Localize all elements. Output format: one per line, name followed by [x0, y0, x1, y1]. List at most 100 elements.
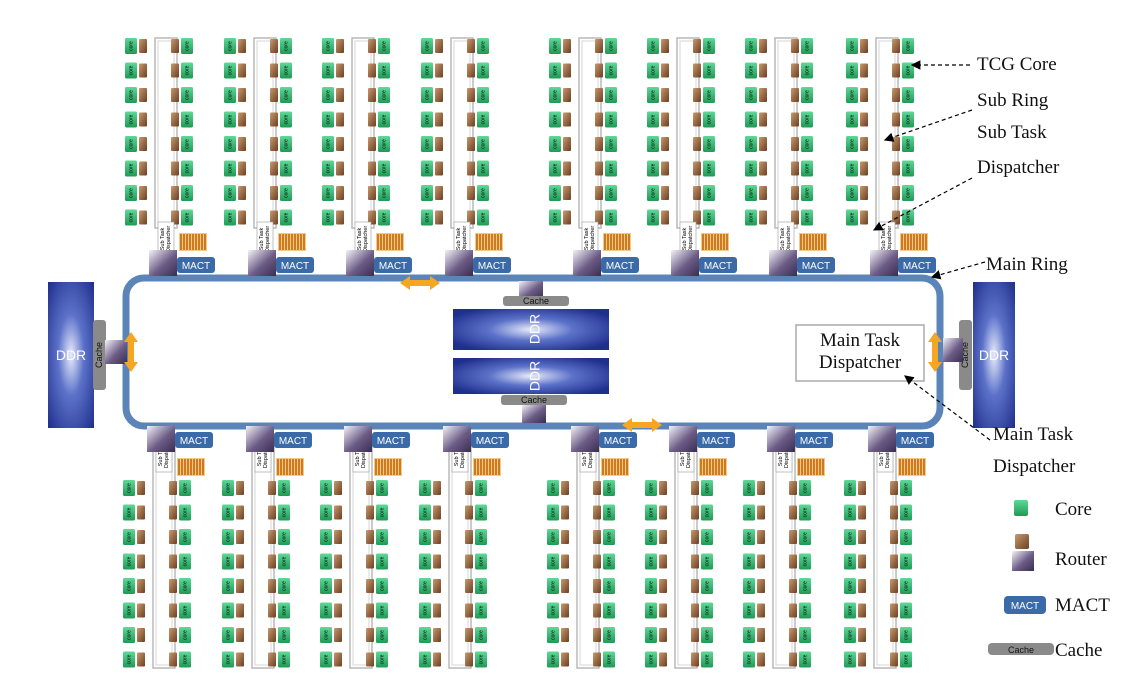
core-router [858, 554, 866, 569]
label-tcg-core: TCG Core [977, 54, 1057, 75]
core: core [280, 136, 292, 152]
core-label: core [227, 163, 233, 173]
core-label: core [480, 41, 486, 51]
sub-task-dispatcher-line1: Sub Task [355, 443, 361, 466]
core-router [791, 39, 799, 53]
core-router [368, 210, 376, 225]
core-router [268, 530, 276, 544]
core-router [892, 210, 900, 225]
core-label: core [802, 532, 808, 542]
router [573, 250, 601, 276]
core-router [238, 39, 246, 53]
core: core [603, 627, 615, 643]
sub-task-dispatcher-line1: Sub Task [778, 443, 784, 466]
core-router [433, 554, 441, 569]
core-router [593, 628, 601, 642]
core-router [137, 652, 145, 667]
core-router [433, 579, 441, 593]
core-router [139, 88, 147, 102]
core: core [320, 651, 332, 668]
core-router [661, 39, 669, 53]
sub-task-dispatcher-line1: Sub Task [780, 227, 786, 250]
label-main-ring: Main Ring [986, 254, 1068, 275]
core-router [171, 63, 179, 78]
core-router [693, 137, 701, 151]
core-router [563, 112, 571, 127]
core-router [595, 186, 603, 200]
core: core [900, 602, 912, 619]
core: core [320, 504, 332, 521]
core: core [475, 627, 487, 643]
core-router [368, 186, 376, 200]
mact-label: MACT [281, 261, 309, 272]
core-label: core [225, 581, 231, 591]
core-router [435, 63, 443, 78]
legend-router: Router [1012, 534, 1107, 571]
core: core [278, 602, 290, 619]
core-label: core [480, 188, 486, 198]
core: core [701, 553, 713, 570]
core: core [844, 480, 856, 496]
core: core [703, 209, 715, 226]
core-router [789, 579, 797, 593]
core: core [801, 209, 813, 226]
core-label: core [706, 212, 712, 222]
core-router [435, 88, 443, 102]
core-router [334, 530, 342, 544]
legend-core: Core [1014, 499, 1092, 520]
core: core [123, 480, 135, 496]
core-router [757, 505, 765, 520]
core-router [236, 628, 244, 642]
core: core [647, 111, 659, 128]
core: core [605, 136, 617, 152]
core: core [125, 62, 137, 79]
mact-label: MACT [800, 436, 828, 447]
core-label: core [608, 41, 614, 51]
core-label: core [802, 605, 808, 615]
core-router [169, 505, 177, 520]
core: core [846, 209, 858, 226]
core-label: core [184, 41, 190, 51]
core: core [799, 480, 811, 496]
core-label: core [802, 483, 808, 493]
core-label: core [424, 114, 430, 124]
core: core [181, 87, 193, 103]
core-router [270, 137, 278, 151]
core-label: core [650, 188, 656, 198]
core-label: core [184, 188, 190, 198]
core-router [595, 63, 603, 78]
core-label: core [706, 65, 712, 75]
core-router [860, 39, 868, 53]
core-label: core [381, 41, 387, 51]
core: core [179, 578, 191, 594]
center-cache-top-label: Cache [523, 296, 549, 306]
center-cache-top: Cache [503, 281, 569, 306]
core-label: core [480, 65, 486, 75]
core-router [858, 481, 866, 495]
core-label: core [608, 188, 614, 198]
core-label: core [128, 139, 134, 149]
core-router [137, 628, 145, 642]
core-router [465, 505, 473, 520]
core: core [475, 529, 487, 545]
core: core [647, 38, 659, 54]
router-icon-box [1012, 551, 1034, 571]
core-label: core [804, 41, 810, 51]
core: core [477, 136, 489, 152]
core-label: core [128, 41, 134, 51]
core-label: core [650, 65, 656, 75]
dispatcher-queue [797, 458, 825, 476]
core-router [268, 481, 276, 495]
core: core [645, 480, 657, 496]
core: core [378, 160, 390, 177]
mact [795, 432, 833, 448]
core: core [846, 111, 858, 128]
dispatcher-queue [179, 233, 207, 251]
core: core [477, 62, 489, 79]
core: core [125, 111, 137, 128]
core: core [701, 578, 713, 594]
core: core [475, 553, 487, 570]
core-router [366, 554, 374, 569]
